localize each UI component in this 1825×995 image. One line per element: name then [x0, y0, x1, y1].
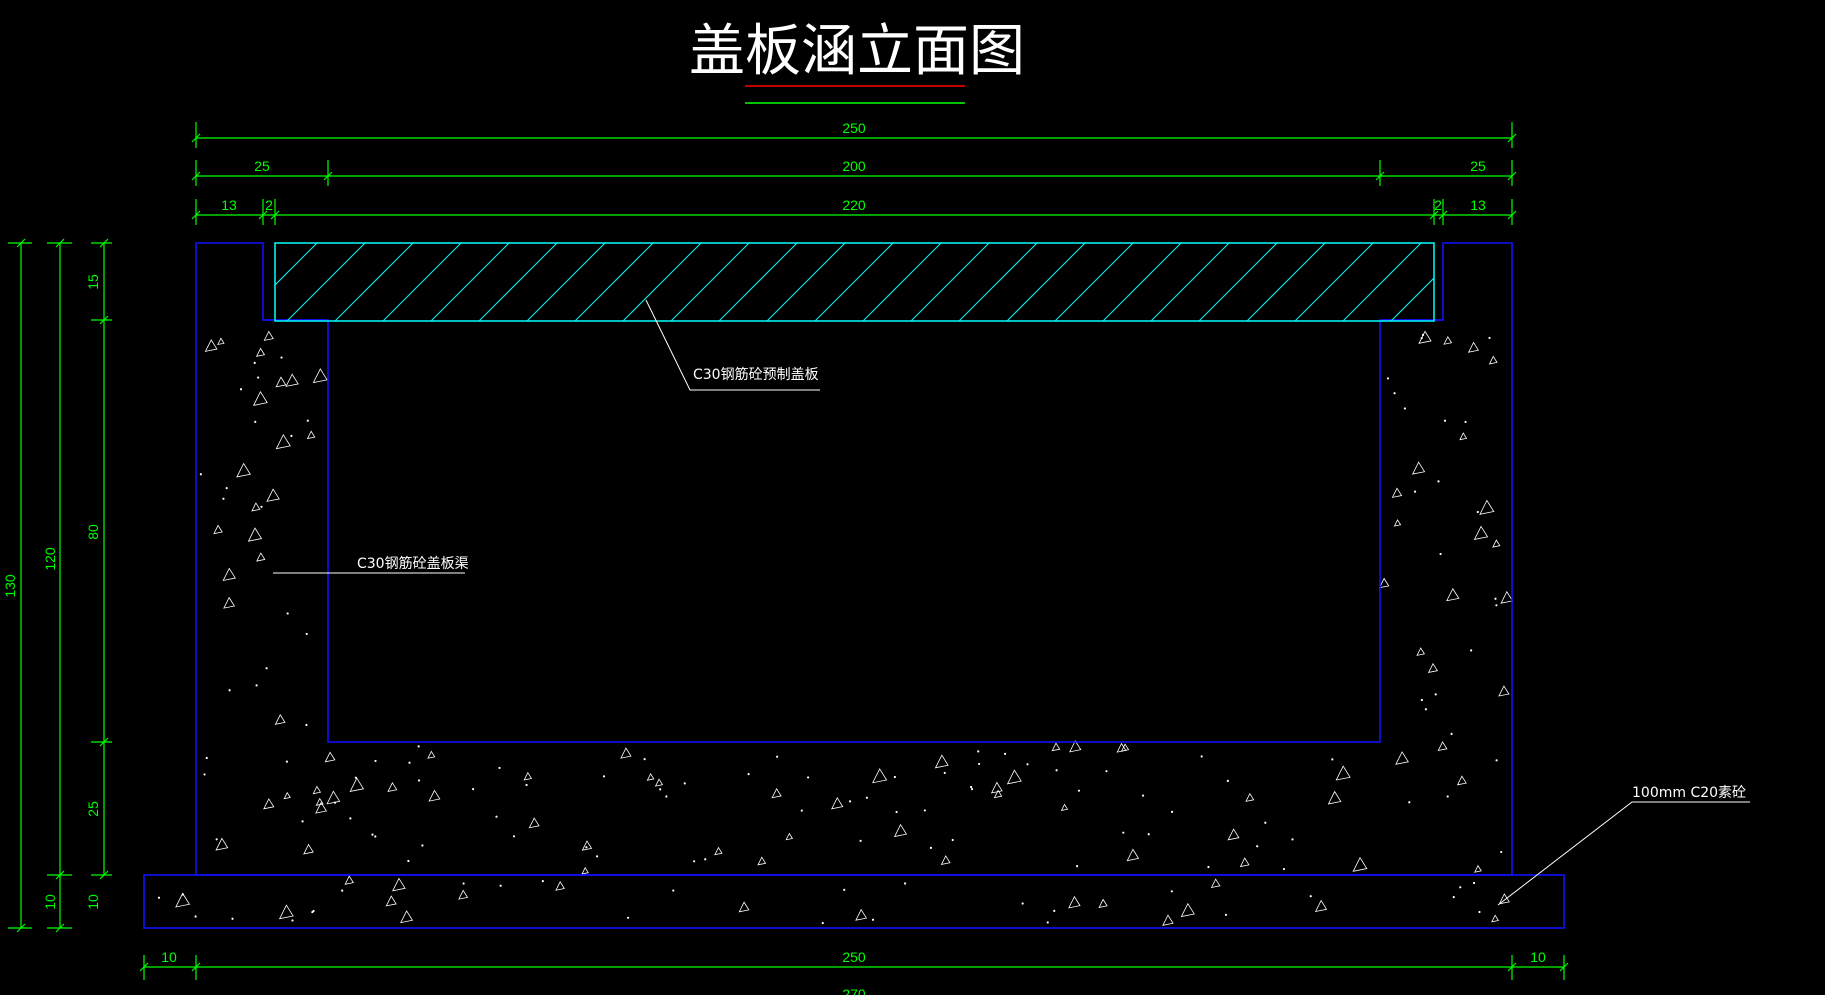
concrete-texture: [157, 330, 1514, 926]
label-cushion: 100mm C20素砼: [1632, 785, 1746, 801]
dim-bottom-right: 10: [1530, 949, 1546, 965]
dim-bottom-left: 10: [161, 949, 177, 965]
drawing-title: 盖板涵立面图: [689, 19, 1025, 84]
dim-r3-mid: 220: [842, 197, 866, 213]
dim-r3-left: 13: [221, 197, 237, 213]
cover-plate: [274, 242, 1435, 322]
dim-v-120: 120: [42, 547, 58, 571]
dim-total-top: 250: [842, 120, 866, 136]
leader-cover-plate: [645, 299, 820, 391]
vertical-dimensions: [8, 238, 112, 933]
dim-v-total: 130: [2, 574, 18, 598]
dim-r3-gap-right: 2: [1434, 197, 1442, 213]
dim-v-15: 15: [85, 274, 101, 290]
dim-top-left: 25: [254, 158, 270, 174]
dim-v-80: 80: [85, 524, 101, 540]
leader-cushion: [1497, 801, 1750, 906]
dim-r3-gap-left: 2: [265, 197, 273, 213]
dim-v-25: 25: [85, 801, 101, 817]
horizontal-dimensions: [139, 122, 1569, 980]
label-cover-plate: C30钢筋砼预制盖板: [693, 366, 819, 383]
dim-top-mid: 200: [842, 158, 866, 174]
label-channel: C30钢筋砼盖板渠: [357, 555, 469, 572]
dim-r3-right: 13: [1470, 197, 1486, 213]
dim-v-10a: 10: [42, 894, 58, 910]
dim-v-10b: 10: [85, 894, 101, 910]
cushion-outline: [143, 874, 1565, 929]
dim-bottom-total: 270: [842, 986, 866, 995]
cover-plate-outline: [274, 242, 1435, 322]
dim-bottom-mid: 250: [842, 949, 866, 965]
culvert-body: [143, 242, 1565, 929]
dim-top-right: 25: [1470, 158, 1486, 174]
